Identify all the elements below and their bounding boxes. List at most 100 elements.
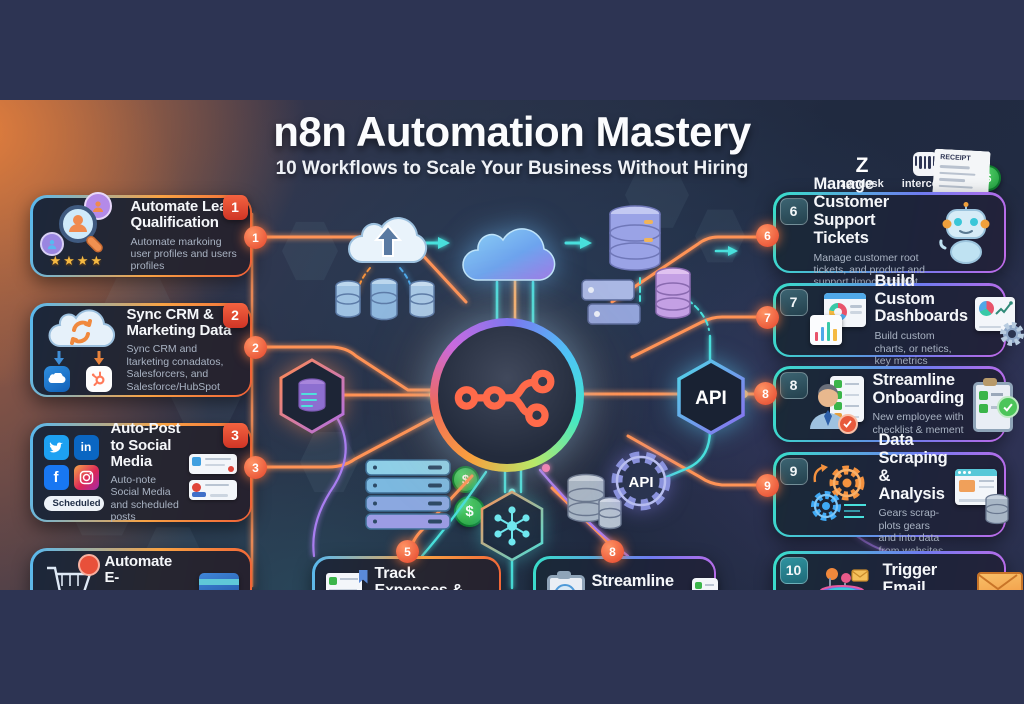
page-title: n8n Automation Mastery bbox=[273, 108, 751, 155]
card-title: Streamline Onboarding bbox=[872, 370, 965, 407]
card-number-badge: 2 bbox=[222, 302, 248, 328]
onboarding-icon bbox=[809, 376, 866, 434]
instagram-icon bbox=[73, 464, 99, 490]
intercom-icon bbox=[912, 152, 938, 176]
database-hexagon-icon bbox=[279, 358, 345, 434]
credit-card-icon bbox=[198, 573, 239, 590]
workflow-card-support-tickets: Manage Customer Support Tickets Manage c… bbox=[773, 175, 1006, 288]
connector-badge-1: 1 bbox=[244, 226, 267, 249]
card-number-badge: 8 bbox=[779, 371, 808, 399]
checklist-icon bbox=[691, 577, 718, 590]
twitter-icon bbox=[43, 434, 69, 460]
dashboard-icon bbox=[809, 293, 868, 347]
scheduled-pill: Scheduled bbox=[43, 495, 104, 511]
gears-icon bbox=[810, 463, 872, 526]
post-preview-icons bbox=[188, 453, 239, 500]
card-title: Streamline Onboarding bbox=[591, 571, 684, 590]
bottom-letterbox bbox=[0, 590, 1024, 704]
card-number-badge: 6 bbox=[779, 197, 808, 225]
card-number-badge: 3 bbox=[222, 422, 248, 448]
linkedin-icon: in bbox=[73, 434, 99, 460]
shopping-cart-icon bbox=[44, 553, 100, 590]
card-title: Sync CRM & Marketing Data bbox=[126, 306, 232, 340]
user-avatar-icon bbox=[39, 232, 64, 256]
card-title: Build Custom Dashboards bbox=[874, 271, 969, 326]
card-title: Manage Customer Support Tickets bbox=[813, 175, 890, 247]
card-desc: Sync CRM and ltarketing conadatos, Sales… bbox=[126, 343, 224, 393]
workflow-card-lead-qualification: ★★★★ Automate Lead Qualification Automat… bbox=[30, 192, 252, 277]
connector-badge-8b: 8 bbox=[601, 540, 624, 563]
zendesk-logo: Z zendesk bbox=[836, 154, 888, 190]
n8n-logo bbox=[454, 369, 555, 427]
hubspot-icon bbox=[85, 366, 112, 392]
connector-badge-5: 5 bbox=[396, 540, 419, 563]
card-title: Automate Lead Qualification bbox=[130, 198, 237, 232]
workflow-card-social-media: in f Scheduled Auto-Post to Social Media… bbox=[30, 420, 252, 524]
invoice-icon bbox=[325, 569, 368, 590]
clipboard-avatar-icon bbox=[546, 570, 585, 590]
api-hexagon: API bbox=[677, 358, 745, 436]
magnifier-icon bbox=[58, 205, 103, 253]
down-arrow-icon bbox=[93, 351, 104, 365]
zendesk-icon: Z bbox=[855, 154, 869, 177]
down-arrow-icon bbox=[53, 351, 64, 365]
api-gear-label: API bbox=[628, 474, 653, 491]
hexagon-decoration bbox=[282, 221, 338, 281]
analytics-icon bbox=[974, 295, 1024, 346]
lead-qualification-icon: ★★★★ bbox=[39, 192, 122, 268]
database-pair-icon bbox=[567, 473, 622, 530]
workflow-card-onboarding-bottom: Streamline Onboarding bbox=[533, 556, 718, 590]
curved-arrow-icon bbox=[813, 463, 828, 482]
workflow-card-email-sequences: Trigger Email Sequences 10 bbox=[773, 551, 1023, 590]
poster-content: n8n Automation Mastery 10 Workflows to S… bbox=[0, 100, 1024, 590]
card-number-badge: 1 bbox=[222, 194, 248, 220]
cloud-upload-icon bbox=[348, 217, 428, 263]
share-node-hexagon-icon bbox=[480, 490, 544, 562]
card-desc: Automate markoing user profiles and user… bbox=[130, 235, 237, 273]
workflow-card-ecommerce: Automate E-commerce Orders bbox=[30, 548, 252, 590]
cloud-icon bbox=[462, 228, 556, 281]
facebook-icon: f bbox=[43, 464, 69, 490]
employee-avatar-icon bbox=[809, 384, 846, 429]
robot-icon bbox=[938, 201, 989, 264]
server-boxes-icon bbox=[581, 279, 641, 325]
card-number-badge: 7 bbox=[779, 288, 808, 316]
workflow-card-data-scraping: Data Scraping & Analysis Gears scrap-plo… bbox=[773, 431, 1009, 557]
card-number-badge: 9 bbox=[779, 457, 808, 485]
server-rack-icon bbox=[365, 459, 451, 530]
card-title: Track Expenses & Invoices bbox=[374, 564, 464, 590]
connector-badge-3: 3 bbox=[244, 456, 267, 479]
web-scraping-icon bbox=[954, 467, 1009, 524]
zendesk-label: zendesk bbox=[840, 178, 884, 190]
api-gear-icon: API bbox=[611, 451, 671, 511]
gear-icon bbox=[999, 322, 1024, 346]
social-icons-group: in f Scheduled bbox=[43, 434, 104, 511]
card-title: Auto-Post to Social Media bbox=[110, 420, 181, 470]
card-desc: New employee with checklist & mement bbox=[872, 411, 964, 436]
connector-badge-2: 2 bbox=[244, 336, 267, 359]
workflow-card-onboarding: Streamline Onboarding New employee with … bbox=[773, 366, 1019, 442]
connector-badge-6: 6 bbox=[756, 224, 779, 247]
top-letterbox bbox=[0, 0, 1024, 100]
card-desc: Gears scrap-plots gears and into data fr… bbox=[878, 507, 944, 556]
crm-sync-icon bbox=[43, 309, 118, 392]
clipboard-checklist-icon bbox=[971, 378, 1019, 432]
email-funnel-icon bbox=[816, 566, 874, 590]
cart-badge-icon bbox=[77, 553, 100, 576]
connector-badge-9: 9 bbox=[756, 474, 779, 497]
api-hexagon-label: API bbox=[695, 388, 727, 409]
card-title: Automate E-commerce Orders bbox=[104, 553, 179, 590]
card-title: Trigger Email Sequences bbox=[882, 560, 938, 590]
dollar-coin-icon: $ bbox=[452, 466, 479, 493]
page-subtitle: 10 Workflows to Scale Your Business With… bbox=[275, 158, 749, 179]
card-number-badge: 10 bbox=[779, 556, 808, 584]
database-icons bbox=[335, 278, 435, 321]
database-icon bbox=[655, 267, 691, 319]
connector-badge-7: 7 bbox=[756, 306, 779, 329]
card-desc: Auto-note Social Media and scheduled pos… bbox=[110, 474, 179, 524]
bar-chart-icon bbox=[809, 315, 842, 345]
database-stack-icon bbox=[609, 205, 661, 271]
card-title: Data Scraping & Analysis bbox=[878, 431, 948, 503]
database-icon bbox=[984, 493, 1009, 524]
